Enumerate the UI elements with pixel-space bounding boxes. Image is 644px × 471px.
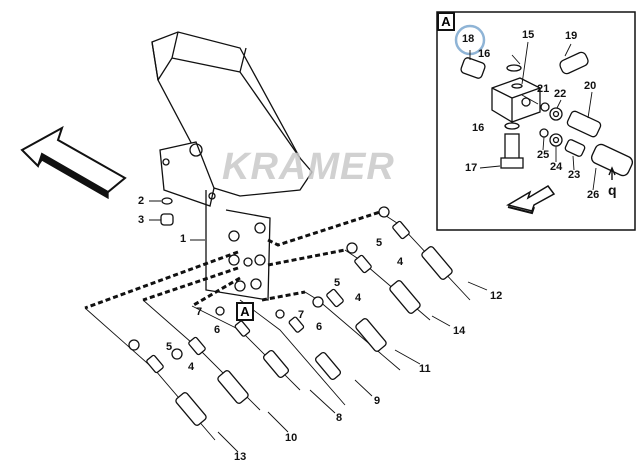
- part-label-q: q: [608, 182, 617, 198]
- part-label-13: 13: [234, 451, 247, 463]
- part-label-23: 23: [568, 169, 581, 181]
- part-label-5b: 5: [334, 277, 341, 289]
- part-label-10: 10: [285, 432, 298, 444]
- part-label-9: 9: [374, 395, 381, 407]
- part-label-18: 18: [462, 33, 475, 45]
- direction-arrow: [20, 125, 127, 200]
- part-label-5: 5: [376, 237, 383, 249]
- hose-fittings: [128, 206, 453, 426]
- part-label-14: 14: [453, 325, 466, 337]
- part-label-11: 11: [419, 363, 431, 375]
- part-label-22: 22: [554, 88, 567, 100]
- leader-lines: [84, 211, 488, 453]
- detail-inset: [436, 11, 636, 231]
- watermark-logo: KRAMER: [222, 146, 395, 188]
- part-label-21: 21: [537, 83, 550, 95]
- part-label-6b: 6: [316, 321, 323, 333]
- detail-callout-box: A: [236, 302, 254, 321]
- part-label-1: 1: [180, 233, 187, 245]
- part-label-8: 8: [336, 412, 343, 424]
- part-label-7: 7: [196, 306, 203, 318]
- part-label-5c: 5: [166, 341, 173, 353]
- washer-2: [161, 197, 173, 205]
- pedal: [151, 31, 313, 301]
- part-label-19: 19: [565, 30, 578, 42]
- part-label-15: 15: [522, 29, 535, 41]
- part-label-6: 6: [214, 324, 221, 336]
- spacer-3: [160, 213, 174, 226]
- part-label-17: 17: [465, 162, 478, 174]
- part-label-16: 16: [478, 48, 491, 60]
- part-label-3: 3: [138, 214, 145, 226]
- part-label-26: 26: [587, 189, 600, 201]
- hose-routes: [84, 210, 381, 310]
- part-label-20: 20: [584, 80, 597, 92]
- part-label-4c: 4: [188, 361, 195, 373]
- part-label-16b: 16: [472, 122, 485, 134]
- part-label-12: 12: [490, 290, 503, 302]
- part-label-4b: 4: [355, 292, 362, 304]
- part-label-25: 25: [537, 149, 550, 161]
- part-label-2: 2: [138, 195, 145, 207]
- part-label-4: 4: [397, 256, 404, 268]
- part-label-7b: 7: [298, 309, 305, 321]
- part-label-24: 24: [550, 161, 563, 173]
- detail-label-box: A: [437, 12, 455, 31]
